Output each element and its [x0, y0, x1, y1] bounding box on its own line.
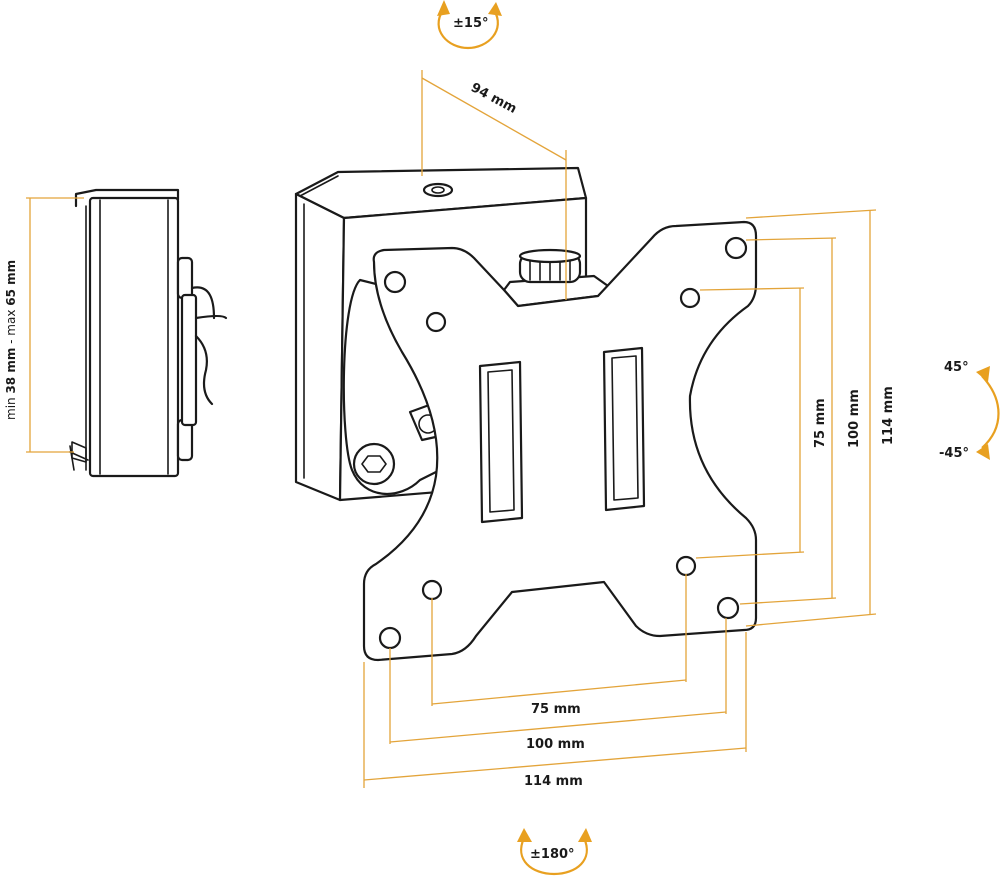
hole-bottom-left-icon	[378, 626, 402, 650]
hole-inner-top-right-icon	[679, 287, 701, 309]
tilt-arrow-icon	[437, 0, 502, 50]
horizontal-dimensions	[363, 574, 747, 788]
side-depth-dimension	[26, 197, 84, 453]
hole-inner-top-left-icon	[425, 311, 447, 333]
rotate-down-label: -45°	[939, 446, 969, 461]
horizontal-114-label: 114 mm	[524, 774, 583, 789]
rotate-up-label: 45°	[944, 360, 969, 375]
side-view	[69, 188, 228, 478]
slot-left	[478, 360, 524, 524]
top-screw-icon	[422, 182, 454, 198]
hole-bottom-right-icon	[716, 596, 740, 620]
hole-inner-bottom-right-icon	[675, 555, 697, 577]
vertical-114-label: 114 mm	[881, 386, 896, 445]
side-depth-label: min 38 mm - max 65 mm	[4, 260, 18, 420]
horizontal-75-label: 75 mm	[531, 702, 581, 717]
hole-top-right-icon	[724, 236, 748, 260]
vertical-75-label: 75 mm	[813, 398, 828, 448]
hole-inner-bottom-left-icon	[421, 579, 443, 601]
top-depth-label: 94 mm	[468, 80, 519, 117]
top-depth-dimension	[421, 70, 567, 300]
hex-bolt-icon	[352, 442, 396, 486]
horizontal-100-label: 100 mm	[526, 737, 585, 752]
swivel-label: ±180°	[530, 847, 575, 862]
swivel-arrow-icon	[517, 828, 592, 876]
tilt-label: ±15°	[453, 16, 488, 31]
vertical-100-label: 100 mm	[847, 389, 862, 448]
vesa-plate	[362, 220, 758, 662]
rotate-arrow-icon	[976, 366, 1000, 460]
hole-top-left-icon	[383, 270, 407, 294]
locking-knob-icon	[502, 248, 610, 308]
vertical-dimensions	[695, 209, 877, 627]
